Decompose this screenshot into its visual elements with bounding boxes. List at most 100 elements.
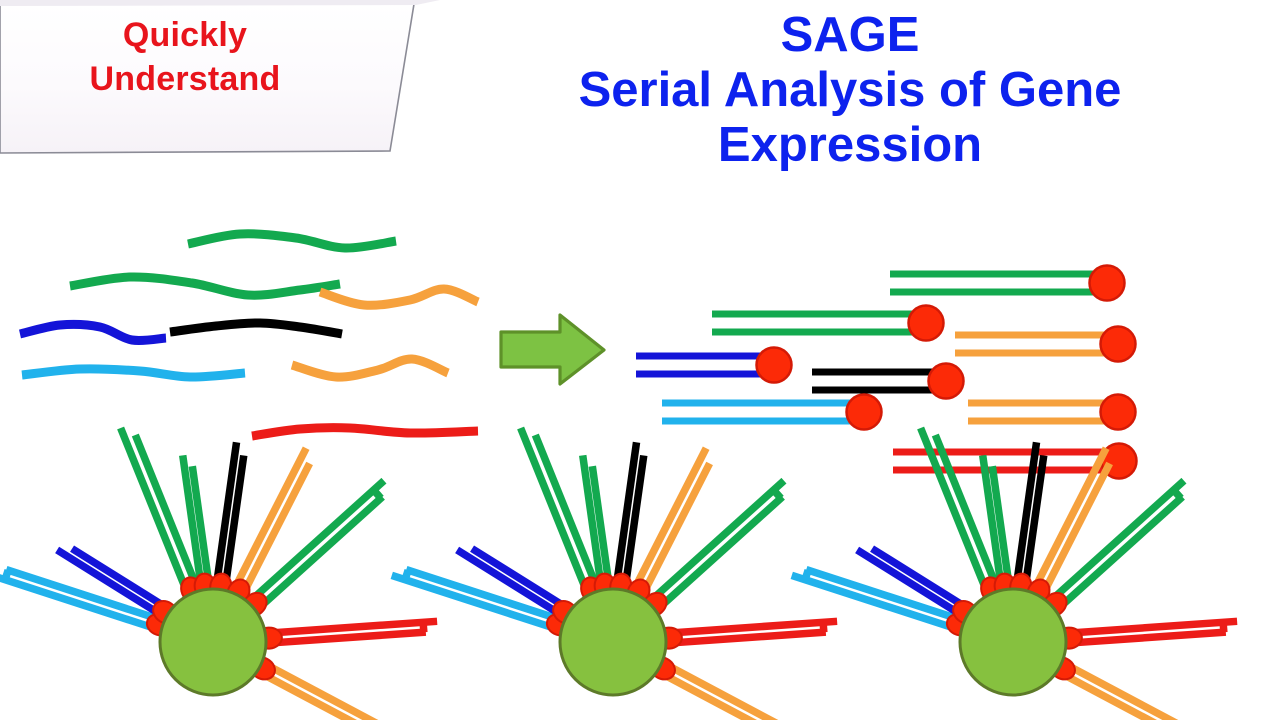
transcript-green-second <box>712 304 945 342</box>
squiggle-green-2 <box>69 272 341 300</box>
arm-orange-down-strand <box>1056 657 1179 720</box>
transcript-blue <box>636 346 793 384</box>
banner-text: Quickly Understand <box>89 16 281 98</box>
arm-orange-up-strand <box>627 446 710 598</box>
arm-cyan-notch <box>801 569 812 581</box>
arm-orange-down-strand <box>1052 666 1158 720</box>
arm-red-strand <box>1061 617 1238 638</box>
transcript-black <box>812 362 965 400</box>
arm-cyan-notch <box>401 569 412 581</box>
arm-red-cell-left <box>254 617 438 650</box>
arm-green-inner-strand <box>188 465 214 594</box>
arm-green-left-strand <box>931 433 1004 596</box>
arm-red-strand <box>661 617 838 638</box>
arm-green-right-strand <box>1050 494 1185 617</box>
arm-orange-down-strand <box>252 666 358 720</box>
arm-green-right-cell-right <box>1041 477 1187 618</box>
arm-black-strand <box>1011 441 1041 594</box>
page-title: SAGE Serial Analysis of Gene Expression <box>450 8 1250 173</box>
arm-green-right-strand <box>650 494 785 617</box>
arm-orange-up-strand <box>1036 461 1113 603</box>
arm-blue-strand <box>55 546 172 624</box>
arm-cyan-strand <box>5 566 170 626</box>
arm-green-left-strand <box>117 426 194 601</box>
arm-green-right-notch <box>370 487 384 501</box>
arm-red-strand <box>261 628 427 648</box>
arm-cyan-strand <box>805 566 970 626</box>
arm-green-inner-strand <box>579 454 606 595</box>
arm-black-strand <box>211 441 241 594</box>
arm-green-left-strand <box>517 426 594 601</box>
cell-group <box>0 426 1238 720</box>
arm-green-inner-strand <box>179 454 206 595</box>
arm-blue-strand <box>855 546 972 624</box>
arm-blue-strand <box>470 545 576 616</box>
squiggle-blue-1 <box>18 319 167 345</box>
mrna-squiggle-group <box>18 229 480 441</box>
arm-black-strand <box>1020 454 1048 595</box>
arm-cyan-cell-left <box>0 566 174 637</box>
arm-green-inner-strand <box>588 465 614 594</box>
arm-black-strand <box>620 454 648 595</box>
cell-right-body <box>958 587 1068 697</box>
squiggle-cyan-1 <box>21 364 246 382</box>
arm-green-left-strand <box>131 433 204 596</box>
arm-green-inner-strand <box>988 465 1014 594</box>
squiggle-green-1 <box>187 229 397 253</box>
transcript-orange-upper-tag-bead <box>1099 325 1137 363</box>
transcript-orange-lower-tag-bead <box>1099 393 1137 431</box>
arm-green-right-notch <box>770 487 784 501</box>
arm-red-strand <box>661 628 827 648</box>
arm-cyan-strand <box>405 566 570 626</box>
title-line-1: SAGE <box>780 8 920 62</box>
transcript-cyan <box>662 393 883 431</box>
arm-blue-strand <box>870 545 976 616</box>
arm-cyan-strand <box>390 571 567 636</box>
banner-shape <box>0 0 440 154</box>
cell-right <box>790 426 1238 720</box>
tagged-transcript-group <box>636 264 1138 480</box>
transcript-green-top-tag-bead <box>1088 264 1126 302</box>
arm-orange-up-strand <box>636 461 713 603</box>
arm-red-cell-middle <box>654 617 838 650</box>
arm-orange-up-strand <box>227 446 310 598</box>
arm-blue-strand <box>70 545 176 616</box>
arm-cyan-strand <box>790 571 967 636</box>
arm-green-right-strand <box>243 477 387 608</box>
arm-orange-down-strand <box>256 657 379 720</box>
transcript-green-second-tag-bead <box>907 304 945 342</box>
arm-orange-down-cell-right <box>1048 656 1179 720</box>
arm-orange-down-strand <box>656 657 779 720</box>
arm-green-right-notch <box>1170 487 1184 501</box>
arm-red-notch <box>1219 622 1228 633</box>
arm-red-strand <box>1061 628 1227 648</box>
arm-red-notch <box>819 622 828 633</box>
arm-green-right-strand <box>250 494 385 617</box>
transcript-black-tag-bead <box>927 362 965 400</box>
arm-green-right-cell-middle <box>641 477 787 618</box>
transcript-orange-upper <box>955 325 1137 363</box>
arm-orange-up-cell-left <box>226 446 313 606</box>
squiggle-orange-2 <box>290 354 450 382</box>
arm-green-inner-strand <box>979 454 1006 595</box>
arm-red-strand <box>261 617 438 638</box>
transcript-orange-lower <box>968 393 1137 431</box>
arm-black-strand <box>220 454 248 595</box>
title-line-2: Serial Analysis of Gene <box>578 62 1122 117</box>
arm-green-left-strand <box>917 426 994 601</box>
arm-black-cell-left <box>209 441 248 601</box>
title-line-3: Expression <box>717 117 983 172</box>
transformation-arrow <box>499 313 606 386</box>
arm-orange-down-cell-middle <box>648 656 779 720</box>
arm-orange-up-strand <box>1027 446 1110 598</box>
transcript-cyan-tag-bead <box>845 393 883 431</box>
transcript-green-top <box>890 264 1126 302</box>
arm-cyan-strand <box>0 574 167 636</box>
arm-orange-down-cell-left <box>248 656 379 720</box>
arm-green-right-cell-left <box>241 477 387 618</box>
cell-middle-body <box>558 587 668 697</box>
banner-callout: Quickly Understand <box>0 0 440 156</box>
arm-green-right-strand <box>1043 477 1187 608</box>
